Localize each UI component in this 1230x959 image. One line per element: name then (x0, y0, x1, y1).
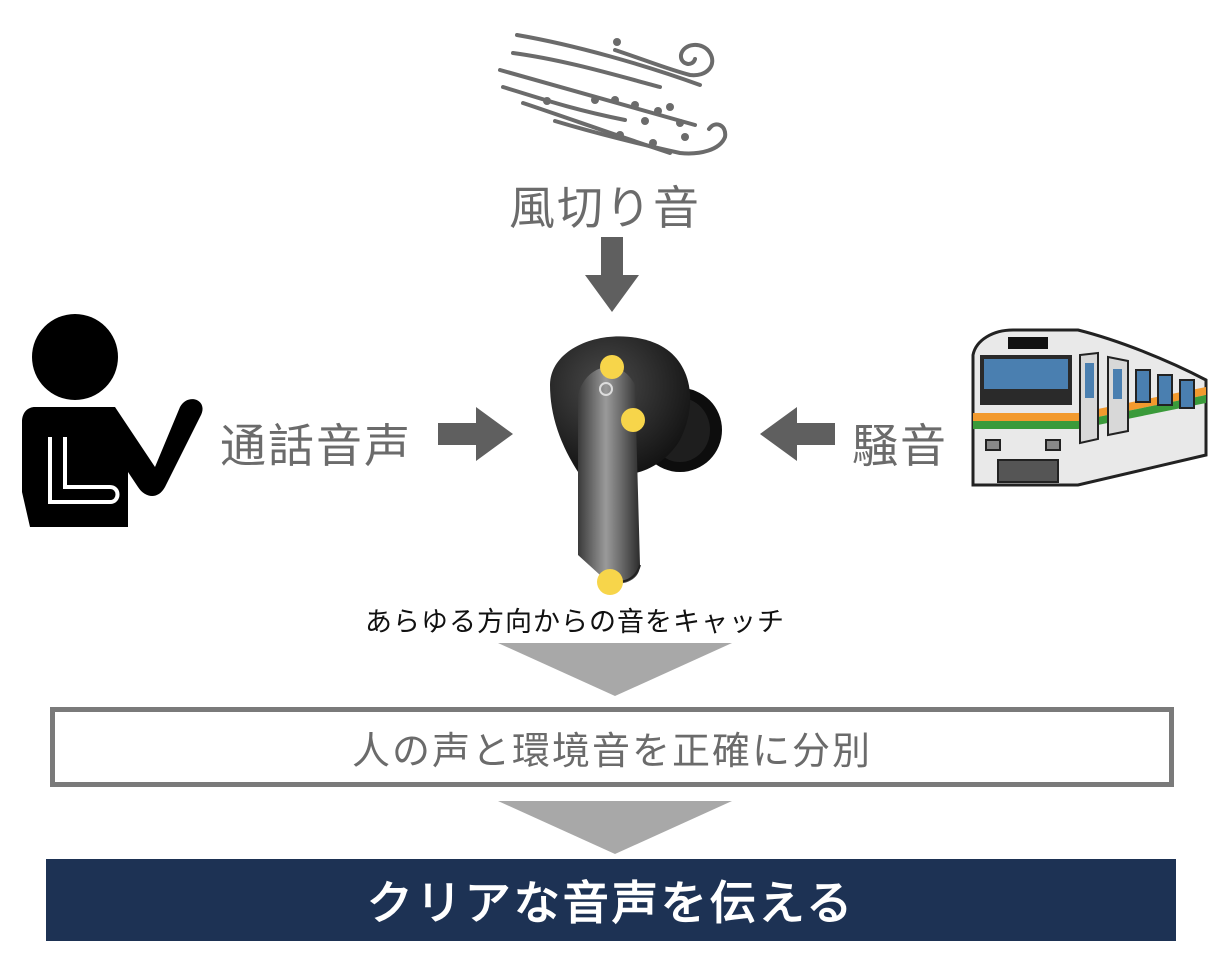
earbud-icon (550, 336, 722, 595)
wind-noise-label: 風切り音 (509, 181, 701, 235)
arrow-down-light-icon (498, 801, 732, 854)
arrow-down-icon (585, 237, 639, 312)
noise-label: 騒音 (852, 419, 948, 473)
mic-dot-bottom (597, 569, 623, 595)
mic-dot-top (600, 355, 624, 379)
person-speaking-icon (22, 314, 203, 527)
arrow-right-icon (438, 407, 513, 461)
arrow-down-light-icon (498, 643, 732, 696)
separate-voice-step-text: 人の声と環境音を正確に分別 (351, 728, 872, 773)
mic-dot-middle (621, 408, 645, 432)
wind-icon (498, 33, 728, 156)
arrow-left-icon (760, 407, 835, 461)
clear-voice-result: クリアな音声を伝える (46, 859, 1176, 941)
clear-voice-result-text: クリアな音声を伝える (366, 876, 856, 930)
separate-voice-step: 人の声と環境音を正確に分別 (50, 707, 1174, 787)
train-icon (971, 328, 1208, 487)
call-voice-label: 通話音声 (220, 419, 412, 473)
capture-all-directions-caption: あらゆる方向からの音をキャッチ (365, 607, 785, 638)
